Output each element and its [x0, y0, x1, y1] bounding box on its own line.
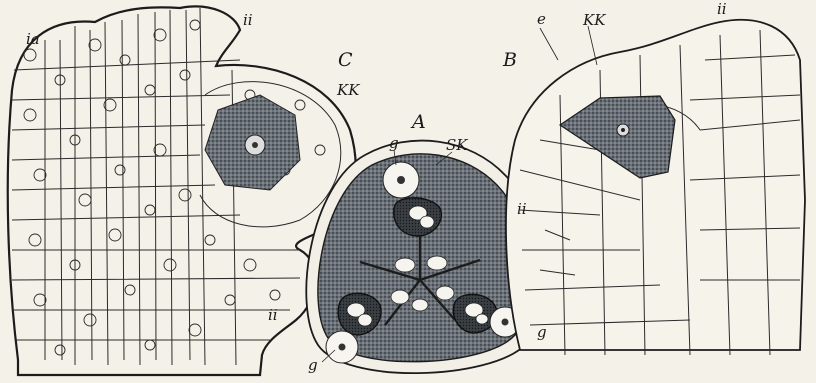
- label-g-top: g: [389, 134, 399, 152]
- label-figure-c: C: [338, 49, 353, 71]
- label-figure-a: A: [410, 111, 426, 133]
- figure-c-nuclei: [24, 20, 325, 355]
- label-figure-b: B: [502, 49, 517, 71]
- figure-b-outline: [506, 20, 805, 350]
- label-ii-c-bottom: ii: [268, 306, 278, 324]
- label-sk: SK: [446, 136, 468, 154]
- figure-b-leaders: [540, 26, 597, 65]
- figure-c: [8, 6, 356, 375]
- label-ia: ia: [26, 30, 40, 48]
- label-ii-c-top: ii: [243, 11, 253, 29]
- label-g-right: g: [537, 323, 547, 341]
- figure-b-nucleolus: [621, 128, 625, 132]
- label-ii-b-left: ii: [517, 200, 527, 218]
- label-kk-c: KK: [336, 81, 360, 99]
- figure-b: [506, 20, 805, 355]
- label-g-left: g: [308, 356, 318, 374]
- label-e: e: [537, 10, 546, 28]
- label-kk-b: KK: [582, 11, 606, 29]
- figure-c-nucleolus: [252, 142, 258, 148]
- label-ii-b-top: ii: [717, 0, 727, 18]
